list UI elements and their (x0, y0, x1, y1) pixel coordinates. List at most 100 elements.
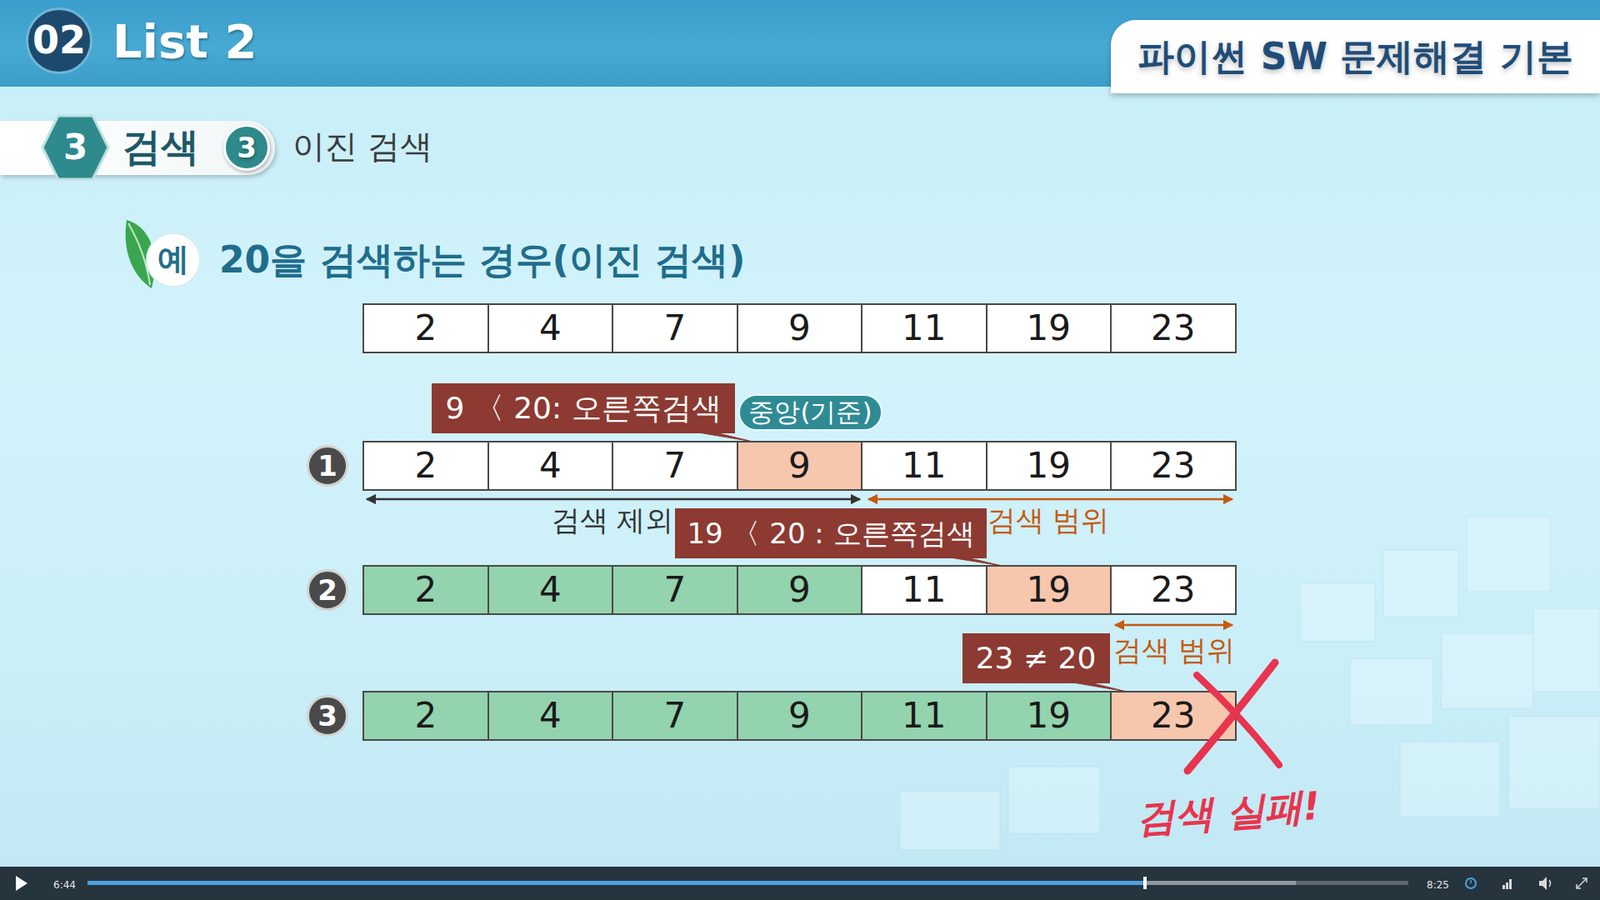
array-cell-text: 19 (1026, 445, 1071, 487)
example-icon-text: 예 (157, 240, 190, 280)
text-slot: 11 (901, 307, 946, 350)
range-label: 검색 범위 (1113, 633, 1236, 668)
text-slot: 7 (663, 445, 686, 487)
array-cell-text: 2 (414, 569, 437, 611)
course-title-tab: 파이썬 SW 문제해결 기본 (1110, 20, 1600, 94)
header-band: List 202파이썬 SW 문제해결 기본 (0, 0, 1600, 87)
section-number-hexagon: 3 (40, 114, 110, 181)
array-cell-text: 19 (1026, 569, 1071, 611)
array-cell: 2 (362, 440, 490, 491)
icon-circle (146, 233, 200, 287)
example-title: 20을 검색하는 경우(이진 검색) (219, 238, 745, 283)
array-cell: 11 (860, 440, 988, 491)
text-slot: 9 (788, 569, 811, 611)
text-slot: 2 (414, 445, 437, 487)
chapter-number-circle: 02 (25, 7, 93, 75)
text-slot: 이진 검색 (292, 127, 433, 167)
array-cell: 19 (985, 690, 1113, 741)
array-cell-text: 7 (663, 307, 686, 350)
array-cell: 23 (1110, 690, 1237, 741)
array-cell-text: 2 (414, 445, 437, 487)
array-cell-text: 7 (663, 445, 686, 487)
section-band: 검색 3 3 (0, 120, 275, 175)
array-cell: 7 (611, 440, 739, 491)
hexagon-outline (42, 115, 109, 180)
section-number-hexagon-text: 3 (63, 126, 88, 169)
array-cell-text: 11 (901, 569, 946, 611)
array-cell: 2 (362, 565, 490, 615)
array-cell: 23 (1110, 565, 1237, 615)
text-slot: 2 (317, 573, 338, 608)
text-slot: 2 (414, 569, 437, 611)
array-cell-text: 23 (1150, 307, 1195, 350)
step-number-circle: 2 (306, 569, 349, 611)
text-slot: 11 (901, 569, 946, 611)
array-cell: 11 (860, 565, 988, 615)
background-cubes (900, 516, 1600, 850)
text-slot: 20을 검색하는 경우(이진 검색) (219, 238, 745, 283)
text-slot: 1 (317, 449, 338, 484)
middle-pill: 중앙(기준) (738, 394, 883, 431)
text-slot: 4 (539, 445, 562, 487)
text-slot: 7 (663, 569, 686, 611)
array-cell-text: 7 (663, 569, 686, 611)
search-range-arrow (1115, 624, 1233, 627)
array-cell-text: 4 (539, 307, 562, 350)
comparison-callout: 9 〈 20: 오른쪽검색 (431, 383, 735, 434)
search-range-arrow (868, 498, 1233, 501)
array-cell: 11 (860, 690, 988, 741)
array-cell: 19 (985, 440, 1113, 491)
text-slot: 2 (414, 695, 437, 737)
text-slot: 4 (539, 307, 562, 350)
array-cell-text: 11 (901, 307, 946, 350)
array-cell-text: 2 (414, 695, 437, 737)
array-cell: 9 (736, 690, 864, 741)
text-slot: 19 (1026, 307, 1071, 350)
chapter-number-circle-text: 02 (32, 17, 86, 64)
step-number-circle: 3 (306, 695, 349, 737)
array-cell: 9 (736, 440, 864, 491)
array-cell: 7 (611, 690, 739, 741)
array-cell-text: 2 (414, 307, 437, 350)
text-slot: 6:44 (53, 875, 76, 892)
text-slot: 파이썬 SW 문제해결 기본 (1137, 35, 1573, 80)
array-cell-text: 9 (788, 307, 811, 350)
array-cell: 2 (362, 690, 490, 741)
subsection-title: 이진 검색 (292, 127, 433, 167)
example-icon: 예 (121, 218, 205, 294)
comparison-callout-text: 9 〈 20: 오른쪽검색 (445, 390, 721, 426)
text-slot: 2 (414, 307, 437, 350)
comparison-callout-text: 23 ≠ 20 (975, 640, 1097, 676)
array-cell: 7 (611, 565, 739, 615)
text-slot: 23 (1150, 307, 1195, 350)
array-cell-text: 19 (1026, 695, 1071, 737)
array-cell: 2 (362, 303, 490, 354)
array-cell-text: 11 (901, 445, 946, 487)
array-cell-text: 4 (539, 695, 562, 737)
fail-cross (1187, 662, 1280, 771)
step-number-circle: 1 (306, 445, 349, 487)
text-slot: 4 (539, 695, 562, 737)
text-slot: 검색 실패! (1135, 783, 1322, 842)
text-slot: 9 〈 20: 오른쪽검색 (445, 390, 721, 426)
range-label: 검색 범위 (987, 503, 1110, 538)
array-cell: 4 (487, 440, 615, 491)
text-slot: 23 (1150, 445, 1195, 487)
step-number-circle-text: 1 (317, 449, 338, 484)
text-slot: 3 (63, 126, 88, 169)
section-band-text: 검색 (122, 124, 200, 170)
array-cell: 4 (487, 565, 615, 615)
text-slot: 중앙(기준) (748, 396, 872, 428)
array-cell-text: 23 (1150, 695, 1195, 737)
array-cell: 4 (487, 690, 615, 741)
text-slot: 23 ≠ 20 (975, 640, 1097, 676)
array-cell-text: 4 (539, 569, 562, 611)
subsection-number-circle-text: 3 (236, 130, 257, 165)
array-cell-text: 9 (788, 445, 811, 487)
excluded-range-arrow (366, 498, 860, 501)
array-cell-text: 19 (1026, 307, 1071, 350)
comparison-callout: 23 ≠ 20 (962, 633, 1110, 684)
array-cell: 19 (985, 303, 1113, 354)
text-slot: 검색 범위 (987, 503, 1110, 538)
